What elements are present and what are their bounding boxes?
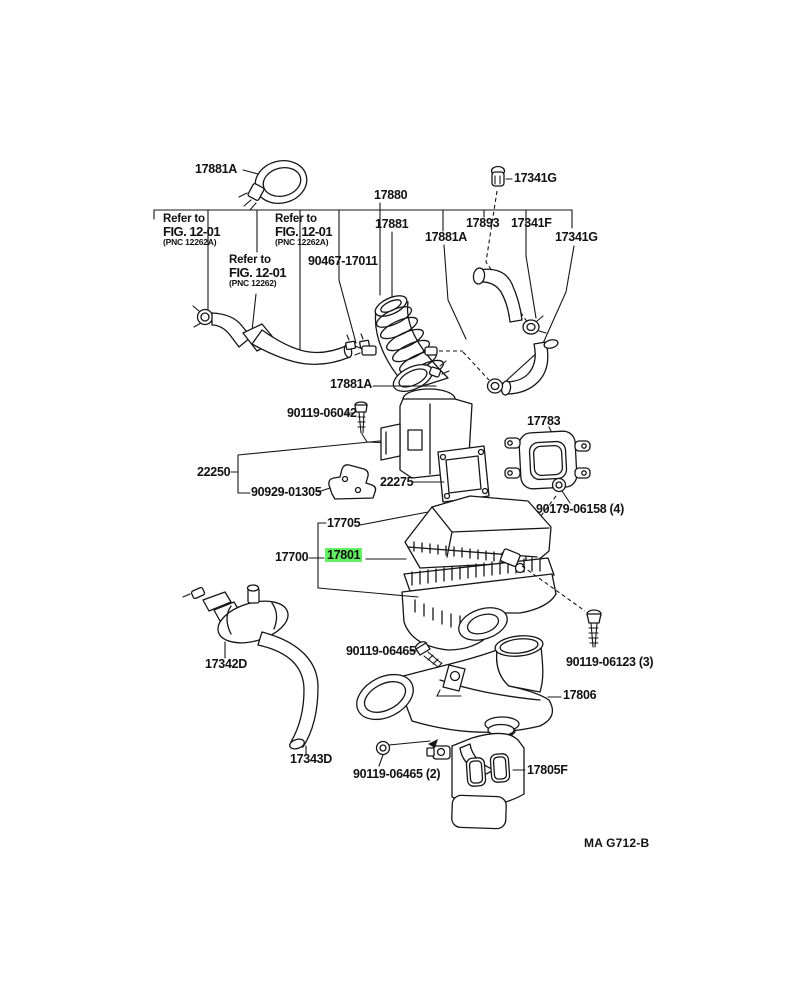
label-17801-highlighted: 17801 [325,548,363,562]
refer-line: FIG. 12-01 [163,224,221,239]
label-17341f: 17341F [511,216,552,230]
label-17881a-mid: 17881A [330,377,372,391]
label-17881a-top-left: 17881A [195,162,237,176]
refer-line: FIG. 12-01 [275,224,333,239]
refer-line: Refer to [163,213,205,225]
air-flow-meter-drawing [381,389,489,502]
label-17881a-right: 17881A [425,230,467,244]
label-90119-06042: 90119-06042 [287,406,357,420]
air-cleaner-cap-drawing [405,496,551,568]
label-17893: 17893 [466,216,500,230]
clamp-drawing-17341g-top [492,167,513,187]
label-17783: 17783 [527,414,561,428]
label-90179-06158: 90179-06158 (4) [536,502,624,516]
highlighted-part-number: 17801 [325,548,363,562]
refer-line: (PNC 12262A) [163,237,217,247]
label-90929-01305: 90929-01305 [251,485,322,499]
label-17881: 17881 [375,217,409,231]
label-17805f: 17805F [527,763,568,777]
label-refer-fig-3: Refer to FIG. 12-01 (PNC 12262) [229,254,287,288]
label-17341g-right: 17341G [555,230,598,244]
label-17705: 17705 [327,516,361,530]
label-90119-06465-2: 90119-06465 (2) [353,767,441,781]
refer-line: (PNC 12262A) [275,237,329,247]
air-cleaner-case-drawing [402,548,556,650]
label-refer-fig-1: Refer to FIG. 12-01 (PNC 12262A) [163,213,221,247]
bolt-drawing-90119-06123 [522,566,601,647]
left-pipe-hose-assembly [193,306,370,364]
label-22250: 22250 [197,465,231,479]
label-22275: 22275 [380,475,414,489]
refer-line: (PNC 12262) [229,278,277,288]
air-duct-drawing [349,634,561,737]
label-refer-fig-2: Refer to FIG. 12-01 (PNC 12262A) [275,213,333,247]
label-17341g-top: 17341G [514,171,557,185]
refer-line: Refer to [229,254,271,266]
cleaner-leader-bracket [309,512,428,597]
label-17343d: 17343D [290,752,332,766]
bolt-drawing-90119-06465 [410,640,442,667]
refer-line: FIG. 12-01 [229,265,287,280]
label-17700: 17700 [275,550,309,564]
valve-hose-drawing [183,585,318,754]
label-17806: 17806 [563,688,597,702]
upper-right-hoses [472,267,558,395]
corrugated-hose-drawing [355,292,489,397]
refer-line: Refer to [275,213,317,225]
hose-clamp-drawing-top-left [239,155,311,210]
figure-code: MA G712-B [584,836,650,850]
label-17880: 17880 [374,188,408,202]
label-90467-17011: 90467-17011 [308,254,378,268]
label-17342d: 17342D [205,657,247,671]
label-90119-06465: 90119-06465 [346,644,416,658]
bracket-17783-drawing [505,427,590,553]
label-90119-06123: 90119-06123 (3) [566,655,654,669]
resonator-drawing [377,725,526,829]
bracket-22250-leaders [231,437,420,499]
